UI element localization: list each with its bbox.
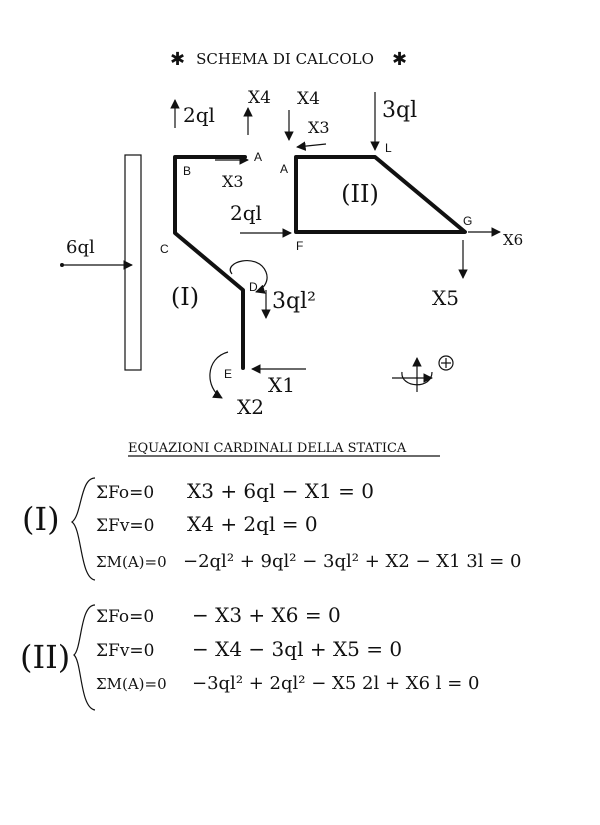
- body-label-II: (II): [341, 180, 379, 208]
- body-label-I: (I): [171, 283, 199, 311]
- system-II-row3-lhs: ΣM(A)=0: [96, 675, 167, 693]
- system-I-row2-rhs: X4 + 2ql = 0: [187, 512, 318, 536]
- body-II-frame: [294, 155, 467, 234]
- node-label-c: C: [160, 242, 169, 256]
- node-label-a1: A: [254, 150, 262, 164]
- system-I-row3-rhs: −2ql² + 9ql² − 3ql² + X2 − X1 3l = 0: [183, 551, 521, 572]
- page-title: SCHEMA DI CALCOLO: [196, 50, 374, 68]
- x4-left-label: X4: [248, 88, 271, 108]
- node-label-f: F: [296, 239, 303, 253]
- system-I-row2-lhs: ΣFv=0: [96, 516, 154, 536]
- system-II-row3-rhs: −3ql² + 2ql² − X5 2l + X6 l = 0: [192, 673, 479, 694]
- title-star-right: ✱: [392, 49, 407, 70]
- system-I-label: (I): [22, 500, 60, 538]
- x3-left-label: X3: [222, 172, 244, 191]
- load-3ql-label: 3ql: [382, 98, 417, 123]
- load-6ql-label: 6ql: [66, 237, 95, 258]
- load-2ql-top-label: 2ql: [183, 103, 215, 127]
- system-I-row3-lhs: ΣM(A)=0: [96, 553, 167, 571]
- x3-right-label: X3: [308, 118, 330, 137]
- node-label-e: E: [224, 367, 232, 381]
- title-star-left: ✱: [170, 49, 185, 70]
- system-I-brace: [70, 477, 96, 581]
- body-I-frame: [173, 155, 247, 370]
- system-II-row2-rhs: − X4 − 3ql + X5 = 0: [192, 637, 402, 661]
- x2-label: X2: [237, 395, 264, 419]
- node-label-l: L: [385, 141, 392, 155]
- system-II-label: (II): [20, 638, 70, 676]
- node-label-d: D: [249, 280, 258, 294]
- system-II-row2-lhs: ΣFv=0: [96, 641, 154, 661]
- moment-3ql2-arc: [229, 260, 268, 294]
- system-II-brace: [73, 604, 96, 711]
- node-label-a2: A: [280, 162, 288, 176]
- x4-right-label: X4: [297, 89, 320, 109]
- moment-3ql2-label: 3ql²: [272, 289, 316, 314]
- x6-label: X6: [503, 231, 523, 249]
- load-2ql-mid-label: 2ql: [230, 201, 262, 225]
- system-II-row1-rhs: − X3 + X6 = 0: [192, 603, 341, 627]
- sign-convention-rotation-arc: [401, 371, 433, 386]
- load-6ql-tail-dot: [60, 263, 64, 267]
- x5-label: X5: [432, 286, 459, 310]
- x2-arc: [209, 351, 229, 399]
- system-I-row1-lhs: ΣFo=0: [96, 483, 154, 503]
- node-label-b: B: [183, 164, 191, 178]
- node-label-g: G: [463, 214, 472, 228]
- sign-convention-plus-circle: [438, 355, 454, 371]
- x1-label: X1: [268, 373, 295, 397]
- system-I-row1-rhs: X3 + 6ql − X1 = 0: [187, 479, 374, 503]
- system-II-row1-lhs: ΣFo=0: [96, 607, 154, 627]
- equations-heading: EQUAZIONI CARDINALI DELLA STATICA: [128, 441, 407, 456]
- ground-wall: [124, 154, 142, 371]
- x3-right-arrow: [296, 141, 327, 151]
